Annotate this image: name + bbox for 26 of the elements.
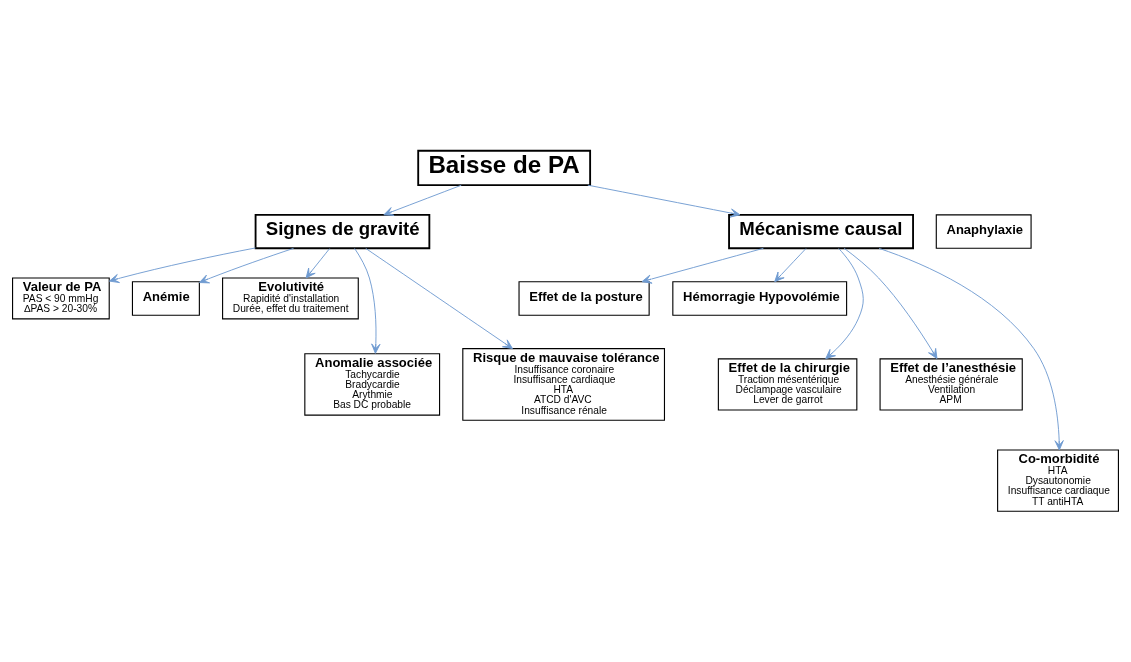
node-box: Valeur de PA PAS < 90 mmHg ∆PAS > 20-30% xyxy=(12,277,110,320)
arrow xyxy=(825,248,864,360)
arrow xyxy=(198,247,295,284)
arrow xyxy=(365,247,513,350)
node-box: Effet de l’anesthésie Anesthésie générale Ventilation APM xyxy=(879,358,1023,411)
node-box: Anomalie associée Tachycardie Bradycardie Arythmie Bas DC probable xyxy=(304,353,441,416)
arrow xyxy=(878,247,1064,451)
arrow xyxy=(641,247,764,284)
node-box: Risque de mauvaise tolérance Insuffisance coronaire Insuffisance cardiaque HTA ATCD d'AVC Insuffisance rénale xyxy=(462,348,666,421)
arrow xyxy=(587,184,741,218)
node-box: Hémorragie Hypovolémie xyxy=(672,281,848,316)
node-box: Anaphylaxie xyxy=(935,214,1032,249)
arrow xyxy=(305,248,331,279)
arrow xyxy=(354,247,381,354)
arrow xyxy=(843,247,938,359)
node-box: Effet de la chirurgie Traction mésentérique Déclampage vasculaire Lever de garrot xyxy=(717,358,858,411)
node-box: Baisse de PA xyxy=(417,149,592,187)
node-box: Co-morbidité HTA Dysautonomie Insuffisance cardiaque TT antiHTA xyxy=(997,449,1119,512)
node-box: Mécanisme causal xyxy=(728,213,914,250)
arrow xyxy=(108,247,256,284)
node-box: Anémie xyxy=(131,281,200,316)
arrow xyxy=(383,184,462,216)
node-box: Evolutivité Rapidité d'installation Durée, effet du traitement xyxy=(222,277,359,320)
node-box: Signes de gravité xyxy=(254,213,431,250)
node-box: Effet de la posture xyxy=(518,281,650,316)
arrow xyxy=(774,248,807,283)
